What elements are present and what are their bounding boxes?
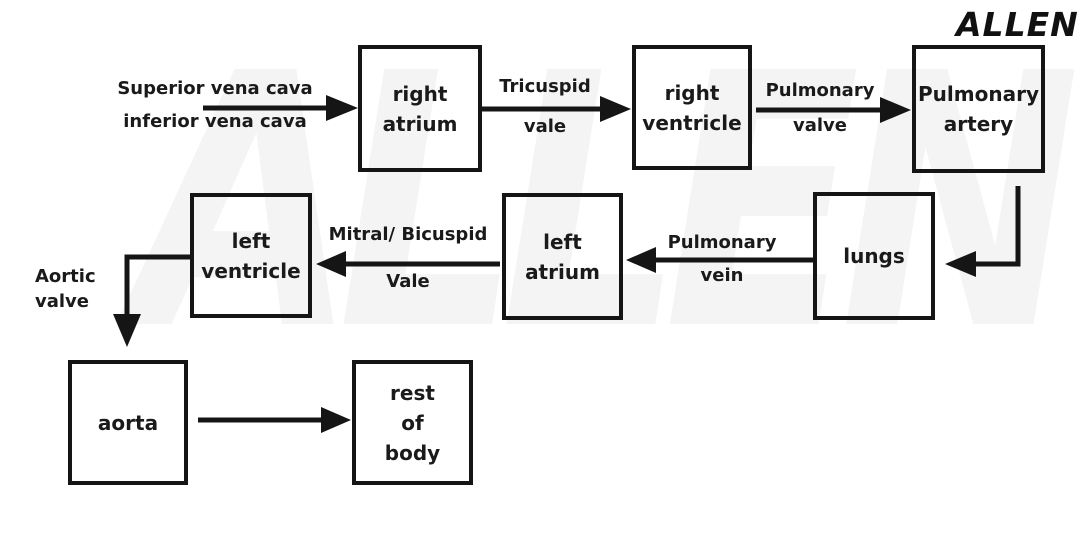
arrow-vena-cava-to-right-atrium: [203, 95, 358, 121]
node-right-ventricle: right ventricle: [632, 45, 752, 170]
arrow-aorta-to-rest-of-body: [198, 407, 351, 433]
arrow-lungs-to-left-atrium: [626, 247, 813, 273]
arrow-pulmonary-artery-to-lungs: [945, 186, 1021, 277]
label-pulmonary-valve: Pulmonary valve: [765, 80, 875, 137]
label-tricuspid-valve: Tricuspid vale: [499, 76, 591, 137]
node-aorta: aorta: [68, 360, 188, 485]
node-left-ventricle: left ventricle: [190, 193, 312, 318]
arrow-left-ventricle-to-aorta: [113, 254, 190, 347]
label-mitral-bicuspid-valve: Mitral/ Bicuspid Vale: [328, 224, 488, 292]
allen-logo: ALLEN: [956, 5, 1079, 44]
label-aortic-valve: Aortic valve: [35, 266, 96, 313]
arrow-left-atrium-to-left-ventricle: [316, 251, 500, 277]
node-rest-of-body: rest of body: [352, 360, 473, 485]
node-right-atrium: right atrium: [358, 45, 482, 172]
label-vena-cava: Superior vena cava inferior vena cava: [117, 78, 313, 133]
node-lungs: lungs: [813, 192, 935, 320]
node-left-atrium: left atrium: [502, 193, 623, 320]
node-pulmonary-artery: Pulmonary artery: [912, 45, 1045, 173]
arrow-right-ventricle-to-pulmonary-artery: [756, 97, 911, 123]
arrow-right-atrium-to-right-ventricle: [482, 96, 631, 122]
label-pulmonary-vein: Pulmonary vein: [667, 232, 777, 287]
